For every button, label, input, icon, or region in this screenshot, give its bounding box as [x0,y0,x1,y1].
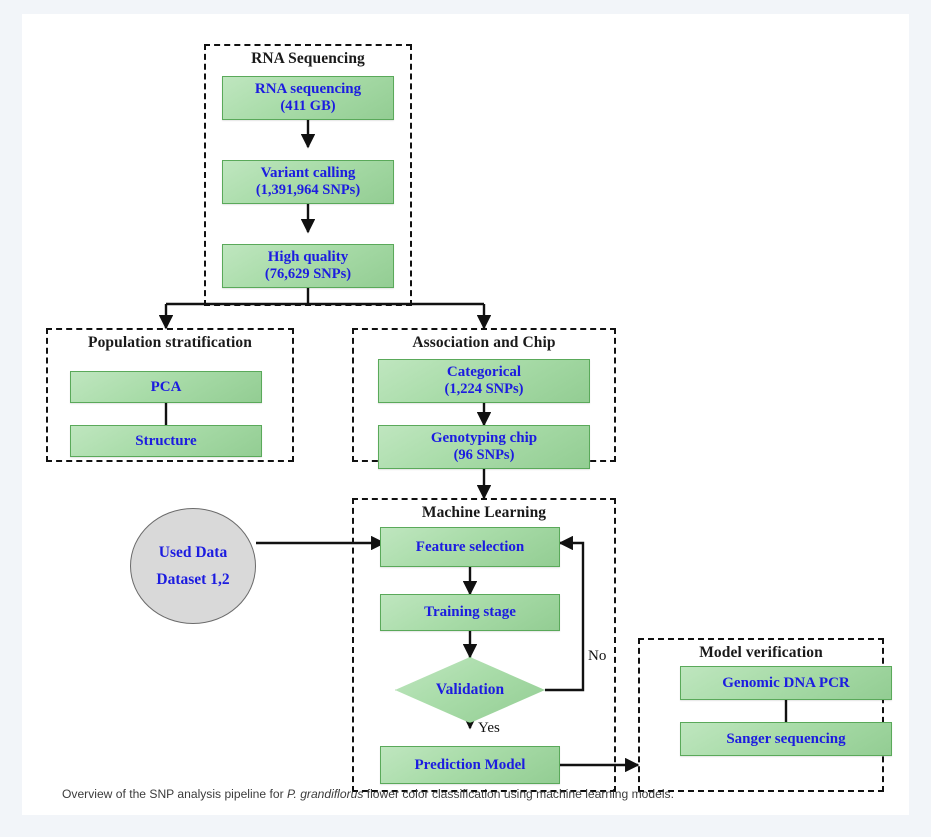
edge-validation-no-loop [545,535,585,692]
node-training-stage[interactable]: Training stage [380,594,560,631]
group-label-model-verification: Model verification [699,644,823,661]
node-categorical-line2: (1,224 SNPs) [444,381,524,398]
node-feature-selection[interactable]: Feature selection [380,527,560,567]
node-genotyping-chip[interactable]: Genotyping chip (96 SNPs) [378,425,590,469]
group-label-machine-learning: Machine Learning [421,504,547,521]
node-used-data-line2: Dataset 1,2 [156,570,230,588]
node-prediction-model-label: Prediction Model [414,756,526,773]
node-sanger-sequencing[interactable]: Sanger sequencing [680,722,892,756]
node-used-data-line1: Used Data [158,543,228,561]
edge-label-yes: Yes [478,720,500,736]
node-genomic-dna-pcr-label: Genomic DNA PCR [722,674,850,691]
node-genotyping-chip-line2: (96 SNPs) [453,447,515,464]
group-label-association-and-chip: Association and Chip [412,334,556,351]
group-rna-sequencing: RNA Sequencing [204,44,412,306]
group-model-verification: Model verification [638,638,884,792]
node-validation[interactable]: Validation [395,657,545,723]
figure-caption: Overview of the SNP analysis pipeline fo… [62,786,882,802]
node-sanger-sequencing-label: Sanger sequencing [726,730,846,747]
node-variant-calling-line1: Variant calling [260,165,356,182]
group-label-population-stratification: Population stratification [88,334,252,351]
node-rna-sequencing[interactable]: RNA sequencing (411 GB) [222,76,394,120]
group-label-rna-sequencing: RNA Sequencing [251,50,365,67]
node-used-data[interactable]: Used Data Dataset 1,2 [130,508,256,624]
node-genotyping-chip-line1: Genotyping chip [430,430,538,447]
figure-card: RNA Sequencing RNA sequencing (411 GB) V… [22,14,909,815]
group-machine-learning: Machine Learning [352,498,616,792]
node-rna-sequencing-line2: (411 GB) [280,98,336,115]
node-rna-sequencing-line1: RNA sequencing [254,81,362,98]
node-genomic-dna-pcr[interactable]: Genomic DNA PCR [680,666,892,700]
caption-species: P. grandiflorus [286,787,364,801]
node-prediction-model[interactable]: Prediction Model [380,746,560,784]
node-pca[interactable]: PCA [70,371,262,403]
edge-label-no: No [588,648,607,664]
node-high-quality-line1: High quality [267,249,349,266]
node-categorical[interactable]: Categorical (1,224 SNPs) [378,359,590,403]
group-population-stratification: Population stratification [46,328,294,462]
node-training-stage-label: Training stage [424,604,516,621]
node-categorical-line1: Categorical [446,364,522,381]
node-validation-label: Validation [435,681,505,698]
node-structure-label: Structure [135,432,197,449]
node-high-quality-line2: (76,629 SNPs) [264,266,352,283]
node-high-quality[interactable]: High quality (76,629 SNPs) [222,244,394,288]
node-structure[interactable]: Structure [70,425,262,457]
caption-before: Overview of the SNP analysis pipeline fo… [62,787,287,801]
node-variant-calling[interactable]: Variant calling (1,391,964 SNPs) [222,160,394,204]
node-pca-label: PCA [150,378,182,395]
node-feature-selection-label: Feature selection [415,538,525,555]
node-variant-calling-line2: (1,391,964 SNPs) [255,182,361,199]
caption-after: flower color classification using machin… [363,787,674,801]
